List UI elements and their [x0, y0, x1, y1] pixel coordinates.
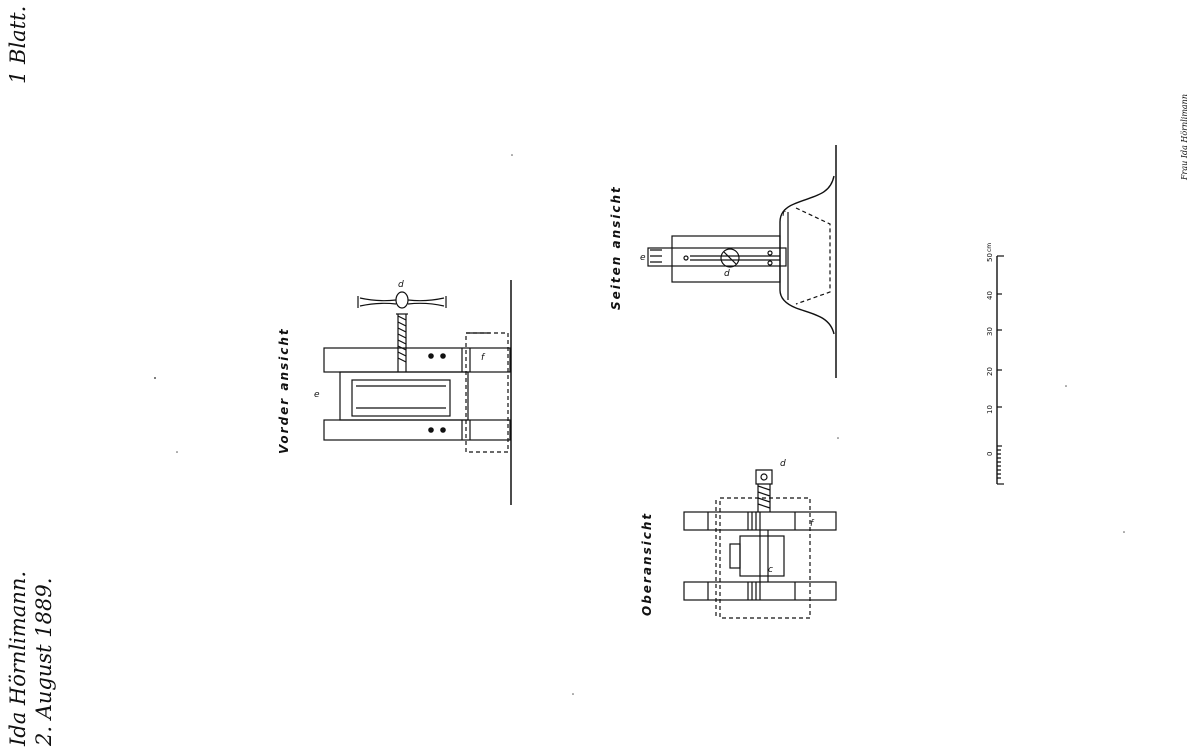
part-e-front: e — [314, 390, 320, 400]
scale-tick-0: 0 — [986, 451, 994, 456]
part-c-top: c — [768, 565, 773, 575]
top-view: c d f — [683, 459, 837, 619]
part-d-top: d — [780, 459, 786, 469]
side-view: e d f — [640, 145, 837, 378]
scale-tick-30: 30 — [986, 327, 994, 336]
part-f-front: f — [481, 353, 486, 363]
part-f-side: f — [782, 209, 787, 219]
part-d-side: d — [724, 269, 730, 279]
scale-bar — [996, 255, 1004, 485]
scale-tick-50: 50 — [986, 253, 994, 262]
scale-unit: cm — [986, 242, 993, 252]
part-e-side: e — [640, 253, 646, 263]
part-f-top: f — [810, 519, 815, 529]
part-d-front: d — [398, 280, 404, 290]
front-view: d e f — [314, 280, 512, 505]
scale-tick-40: 40 — [986, 291, 994, 300]
scale-tick-10: 10 — [986, 405, 994, 414]
paper-specks — [154, 154, 1125, 695]
scale-tick-20: 20 — [986, 367, 994, 376]
